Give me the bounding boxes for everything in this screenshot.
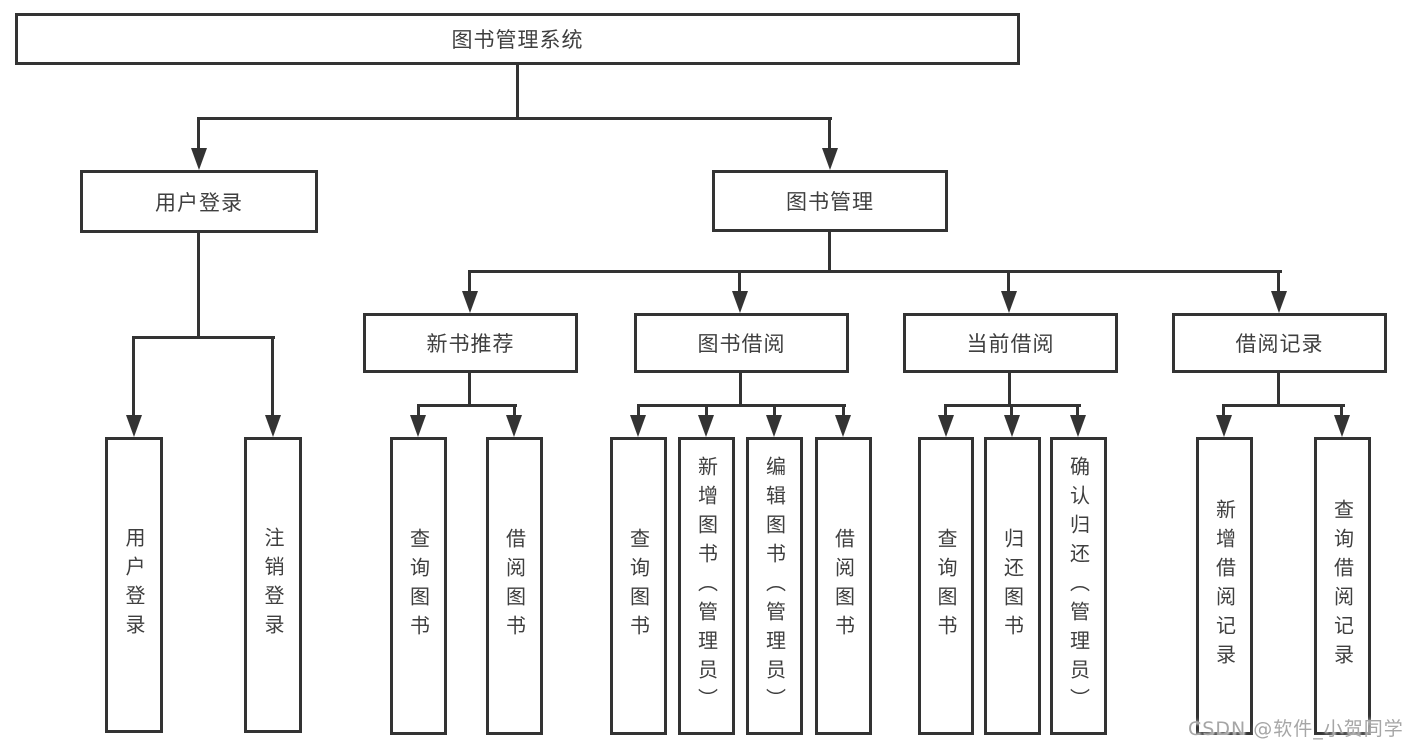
arrowhead-to-borrow-add-books xyxy=(698,415,714,437)
connector-rec-stem xyxy=(468,371,471,407)
node-label: 查询图书 xyxy=(626,528,651,644)
connector-root-stem xyxy=(516,64,519,120)
node-current-borrow: 当前借阅 xyxy=(903,313,1118,373)
connector-mgmt-stem xyxy=(828,230,831,273)
arrowhead-to-borrow-query-books xyxy=(630,415,646,437)
node-rec-borrow-books: 借阅图书 xyxy=(486,437,543,735)
connector-records-c1-drop xyxy=(1340,404,1343,417)
node-label: 借阅图书 xyxy=(831,528,856,644)
node-current-query-books: 查询图书 xyxy=(918,437,974,735)
node-records-add-record: 新增借阅记录 xyxy=(1196,437,1253,735)
connector-borrow-bar xyxy=(637,404,846,407)
connector-rec-c1-drop xyxy=(513,404,516,417)
connector-current-c0-drop xyxy=(944,404,947,417)
arrowhead-to-borrow-records xyxy=(1271,291,1287,313)
node-logout: 注销登录 xyxy=(244,437,302,733)
node-book-management: 图书管理 xyxy=(712,170,948,232)
arrowhead-to-new-book-recommend xyxy=(462,291,478,313)
node-label: 用户登录 xyxy=(122,527,146,643)
arrowhead-to-confirm-return xyxy=(1070,415,1086,437)
node-current-confirm-return-admin: 确认归还（管理员） xyxy=(1050,437,1107,735)
connector-records-bar xyxy=(1222,404,1345,407)
connector-borrow-c2-drop xyxy=(773,404,776,417)
node-borrow-add-books-admin: 新增图书（管理员） xyxy=(678,437,735,735)
connector-login-stem xyxy=(197,231,200,339)
connector-rec-c0-drop xyxy=(417,404,420,417)
node-label: 新增借阅记录 xyxy=(1212,499,1237,673)
connector-current-stem xyxy=(1008,371,1011,407)
node-user-login: 用户登录 xyxy=(80,170,318,233)
arrowhead-to-rec-query-books xyxy=(410,415,426,437)
watermark: CSDN @软件_小贺同学 xyxy=(1188,718,1404,740)
connector-login-c0-drop xyxy=(132,336,135,417)
connector-records-c0-drop xyxy=(1222,404,1225,417)
connector-current-drop xyxy=(1007,270,1010,293)
connector-rec-drop xyxy=(468,270,471,293)
node-label: 编辑图书（管理员） xyxy=(762,455,787,717)
node-label: 查询图书 xyxy=(406,528,431,644)
node-current-return-books: 归还图书 xyxy=(984,437,1041,735)
node-borrow-edit-books-admin: 编辑图书（管理员） xyxy=(746,437,803,735)
arrowhead-to-current-return-books xyxy=(1004,415,1020,437)
arrowhead-to-book-management xyxy=(822,148,838,170)
node-label: 归还图书 xyxy=(1000,528,1025,644)
arrowhead-to-current-query-books xyxy=(938,415,954,437)
connector-current-c2-drop xyxy=(1076,404,1079,417)
arrowhead-to-borrow-edit-books xyxy=(766,415,782,437)
arrowhead-to-book-borrow xyxy=(732,291,748,313)
arrowhead-to-add-borrow-record xyxy=(1216,415,1232,437)
node-rec-query-books: 查询图书 xyxy=(390,437,447,735)
node-borrow-query-books: 查询图书 xyxy=(610,437,667,735)
connector-rec-bar xyxy=(417,404,517,407)
arrowhead-to-user-login xyxy=(191,148,207,170)
arrowhead-to-login-action xyxy=(126,415,142,437)
connector-login-bar xyxy=(132,336,275,339)
arrowhead-to-rec-borrow-books xyxy=(506,415,522,437)
node-label: 注销登录 xyxy=(261,527,285,643)
connector-records-stem xyxy=(1277,371,1280,407)
arrowhead-to-logout xyxy=(265,415,281,437)
connector-borrow-stem xyxy=(739,371,742,407)
node-borrow-borrow-books: 借阅图书 xyxy=(815,437,872,735)
connector-mgmt-drop xyxy=(828,117,831,150)
connector-current-c1-drop xyxy=(1010,404,1013,417)
node-new-book-recommend: 新书推荐 xyxy=(363,313,578,373)
node-borrow-records: 借阅记录 xyxy=(1172,313,1387,373)
arrowhead-to-borrow-borrow-books xyxy=(835,415,851,437)
connector-login-c1-drop xyxy=(271,336,274,417)
connector-borrow-drop xyxy=(738,270,741,293)
node-records-query-record: 查询借阅记录 xyxy=(1314,437,1371,735)
connector-login-drop xyxy=(197,117,200,150)
connector-root-bar xyxy=(197,117,832,120)
node-label: 查询借阅记录 xyxy=(1330,499,1355,673)
node-root: 图书管理系统 xyxy=(15,13,1020,65)
connector-mgmt-bar xyxy=(468,270,1282,273)
arrowhead-to-current-borrow xyxy=(1001,291,1017,313)
connector-borrow-c3-drop xyxy=(842,404,845,417)
arrowhead-to-query-borrow-record xyxy=(1334,415,1350,437)
connector-borrow-c1-drop xyxy=(705,404,708,417)
node-label: 新增图书（管理员） xyxy=(694,455,719,717)
node-label: 确认归还（管理员） xyxy=(1066,455,1091,717)
connector-records-drop xyxy=(1277,270,1280,293)
connector-borrow-c0-drop xyxy=(637,404,640,417)
node-book-borrow: 图书借阅 xyxy=(634,313,849,373)
node-user-login-action: 用户登录 xyxy=(105,437,163,733)
node-label: 查询图书 xyxy=(934,528,958,644)
node-label: 借阅图书 xyxy=(502,528,527,644)
